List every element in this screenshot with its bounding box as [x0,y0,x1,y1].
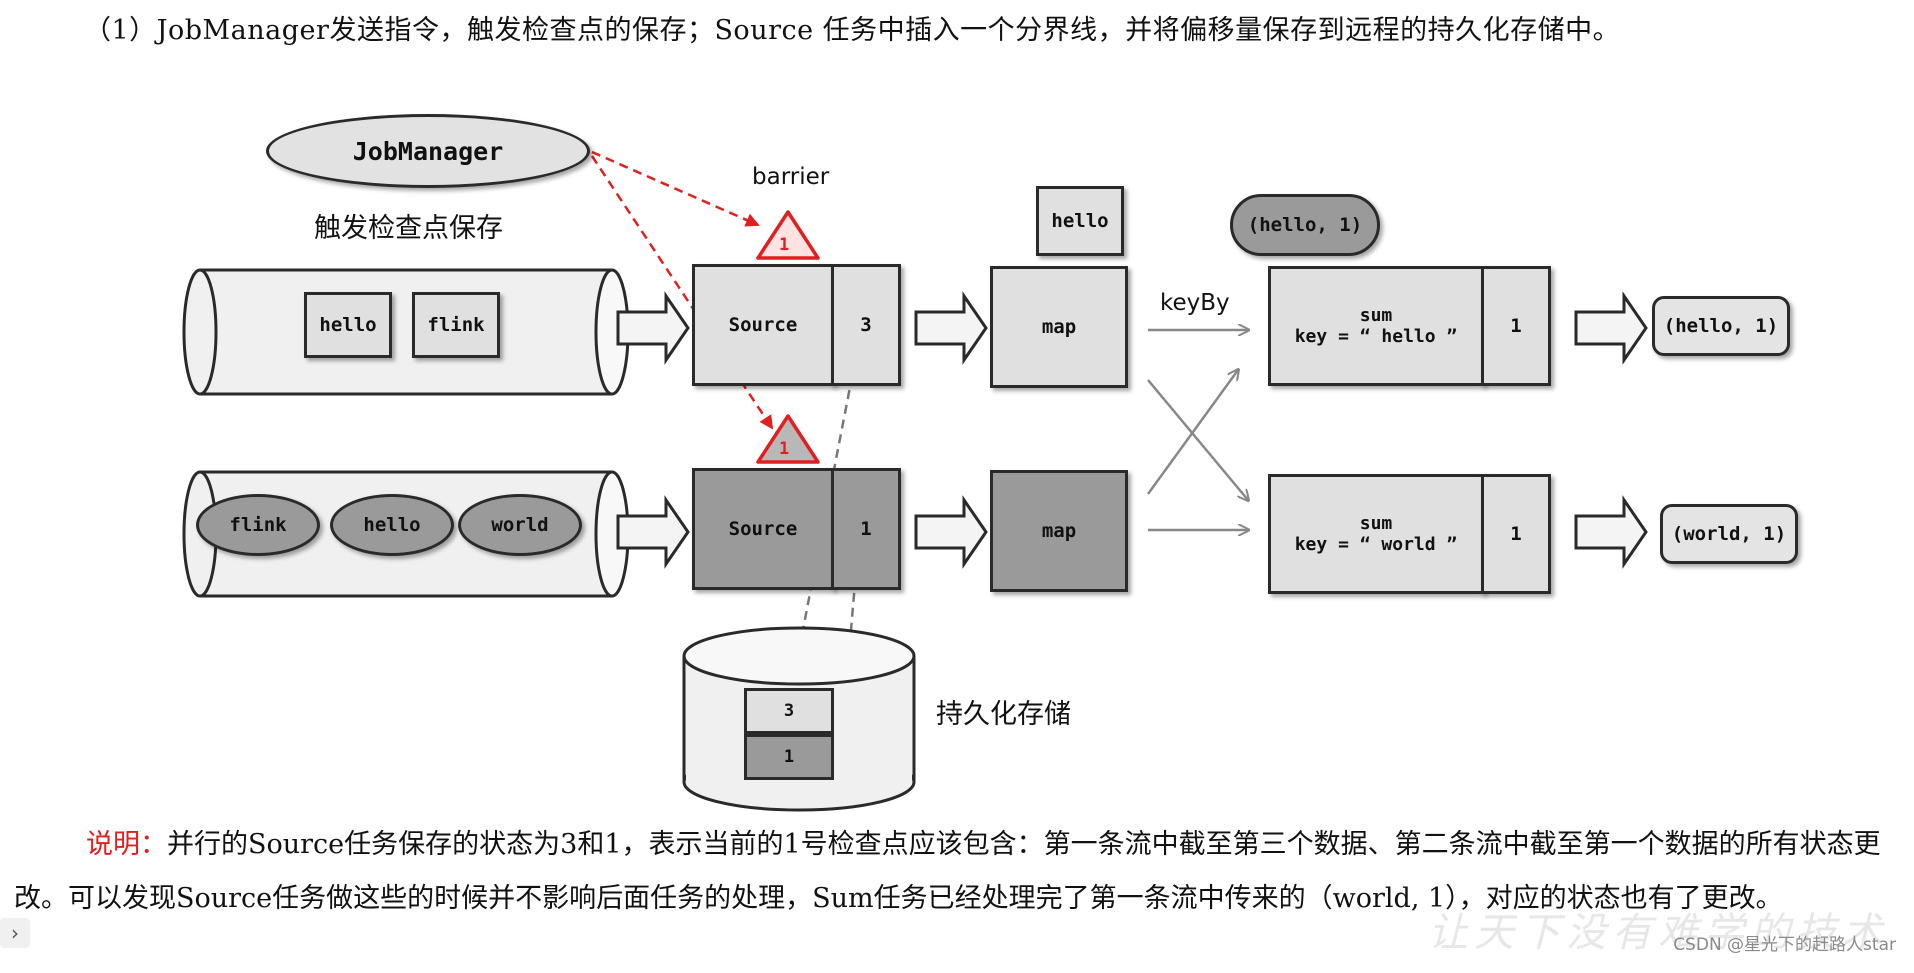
barrier-1-number: 1 [779,235,790,255]
flow-arrow-pipe1-source [616,291,690,365]
flow-arrow-source2-map [914,495,988,569]
source-1-offset: 3 [831,264,901,386]
output-2: (world, 1) [1660,504,1798,564]
stream-2-item: world [458,494,582,556]
keyby-label: keyBy [1160,290,1230,316]
sum-1-count: 1 [1481,266,1551,386]
note-text: 并行的Source任务保存的状态为3和1，表示当前的1号检查点应该包含：第一条流… [14,829,1881,914]
stream-1-pipe [182,268,630,396]
source-task-2: Source [692,468,834,590]
barrier-triangle-1 [756,210,820,260]
map-task-2: map [990,470,1128,592]
stream-2-item: flink [196,494,320,556]
route-map1-sum2 [1147,379,1248,500]
in-flight-record: hello [1036,186,1124,256]
route-map2-sum1 [1146,370,1238,495]
flow-arrow-pipe2-source [616,495,690,569]
sum-task-2: sum key = “ world ” [1268,474,1484,594]
barrier-signal-1 [591,150,760,227]
jobmanager-node: JobManager [266,114,590,188]
stream-1-item: hello [304,292,392,358]
watermark-art: 让天下没有难学的技术 [1428,910,1888,956]
csdn-watermark: CSDN @星光下的赶路人star [1673,935,1896,955]
stream-1-item: flink [412,292,500,358]
state-record: (hello, 1) [1230,194,1380,256]
source-task-1: Source [692,264,834,386]
jobmanager-label: JobManager [352,136,504,166]
storage-offset-3: 3 [744,688,834,734]
note-lead: 说明： [86,829,167,860]
output-1: (hello, 1) [1652,296,1790,356]
barrier-triangle-2 [756,414,820,464]
flow-arrow-source1-map [914,291,988,365]
storage-offset-1: 1 [744,734,834,780]
stream-2-item: hello [330,494,454,556]
barrier-2-number: 1 [779,439,790,459]
storage-label: 持久化存储 [936,699,1071,730]
flow-arrow-sum2-out [1574,495,1648,569]
source-2-offset: 1 [831,468,901,590]
flow-arrow-sum1-out [1574,291,1648,365]
trigger-checkpoint-label: 触发检查点保存 [314,213,503,244]
sum-2-count: 1 [1481,474,1551,594]
explanation-note: 说明：并行的Source任务保存的状态为3和1，表示当前的1号检查点应该包含：第… [14,818,1894,926]
barrier-label: barrier [752,164,830,190]
page-heading: （1）JobManager发送指令，触发检查点的保存；Source 任务中插入一… [84,15,1621,46]
sum-task-1: sum key = “ hello ” [1268,266,1484,386]
map-task-1: map [990,266,1128,388]
expand-chevron-icon[interactable]: › [0,918,30,948]
